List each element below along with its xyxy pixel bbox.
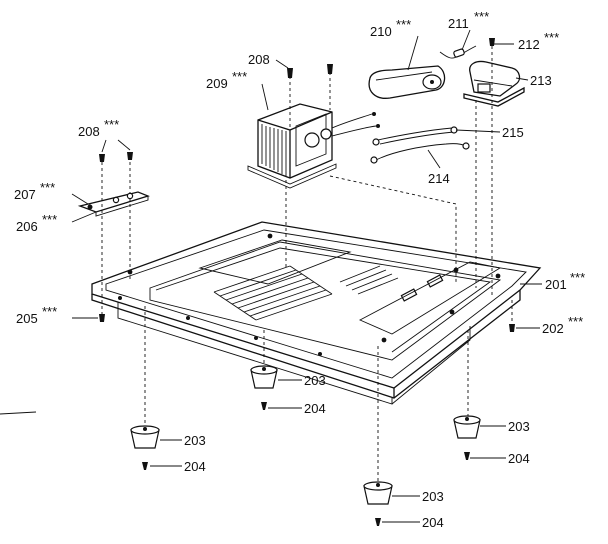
label-203: 203	[304, 373, 326, 388]
base-plate	[91, 221, 542, 405]
slot-opening	[400, 288, 418, 302]
screw-205	[99, 314, 105, 322]
label-213: 213	[530, 73, 552, 88]
label-205: 205	[16, 311, 38, 326]
marker-202: ***	[568, 314, 583, 329]
hole	[186, 316, 190, 320]
label-203: 203	[422, 489, 444, 504]
label-210: 210	[370, 24, 392, 39]
marker-207: ***	[40, 180, 55, 195]
foot	[453, 415, 481, 460]
label-212: 212	[518, 37, 540, 52]
part-labels: 201 *** 202 *** 203 203 203 203 204 204 …	[14, 9, 585, 530]
marker-209: ***	[232, 69, 247, 84]
label-202: 202	[542, 321, 564, 336]
label-208: 208	[248, 52, 270, 67]
wires	[370, 126, 470, 164]
marker-211: ***	[474, 9, 489, 24]
mounting-bracket	[77, 191, 150, 217]
hv-cover	[463, 60, 525, 107]
label-204: 204	[508, 451, 530, 466]
vent-slots	[213, 265, 399, 321]
label-214: 214	[428, 171, 450, 186]
marker-205: ***	[42, 304, 57, 319]
hole	[381, 337, 387, 343]
label-207: 207	[14, 187, 36, 202]
hole	[449, 309, 455, 315]
marker-210: ***	[396, 17, 411, 32]
label-204: 204	[304, 401, 326, 416]
foot	[250, 365, 278, 410]
marker-206: ***	[42, 212, 57, 227]
label-204: 204	[422, 515, 444, 530]
hole	[267, 233, 273, 239]
screw-208-top	[287, 64, 333, 78]
foot	[363, 481, 393, 526]
label-211: 211	[448, 16, 469, 31]
screw-202	[509, 324, 515, 332]
label-203: 203	[508, 419, 530, 434]
label-208: 208	[78, 124, 100, 139]
label-201: 201	[545, 277, 567, 292]
label-215: 215	[502, 125, 524, 140]
hole	[254, 336, 258, 340]
capacitor	[368, 65, 446, 99]
screw-208-left	[99, 152, 133, 162]
leader-lines	[0, 29, 542, 523]
marker-201: ***	[570, 270, 585, 285]
label-206: 206	[16, 219, 38, 234]
hole	[495, 273, 501, 279]
foot	[130, 425, 160, 470]
hole	[118, 296, 122, 300]
hole	[453, 267, 459, 273]
diode	[439, 45, 477, 59]
label-203: 203	[184, 433, 206, 448]
screw-212	[489, 38, 495, 46]
assembly-lines	[101, 46, 513, 482]
marker-208: ***	[104, 117, 119, 132]
label-209: 209	[206, 76, 228, 91]
hole	[318, 352, 322, 356]
marker-212: ***	[544, 30, 559, 45]
label-204: 204	[184, 459, 206, 474]
slot-opening	[426, 274, 444, 288]
transformer	[247, 103, 380, 189]
